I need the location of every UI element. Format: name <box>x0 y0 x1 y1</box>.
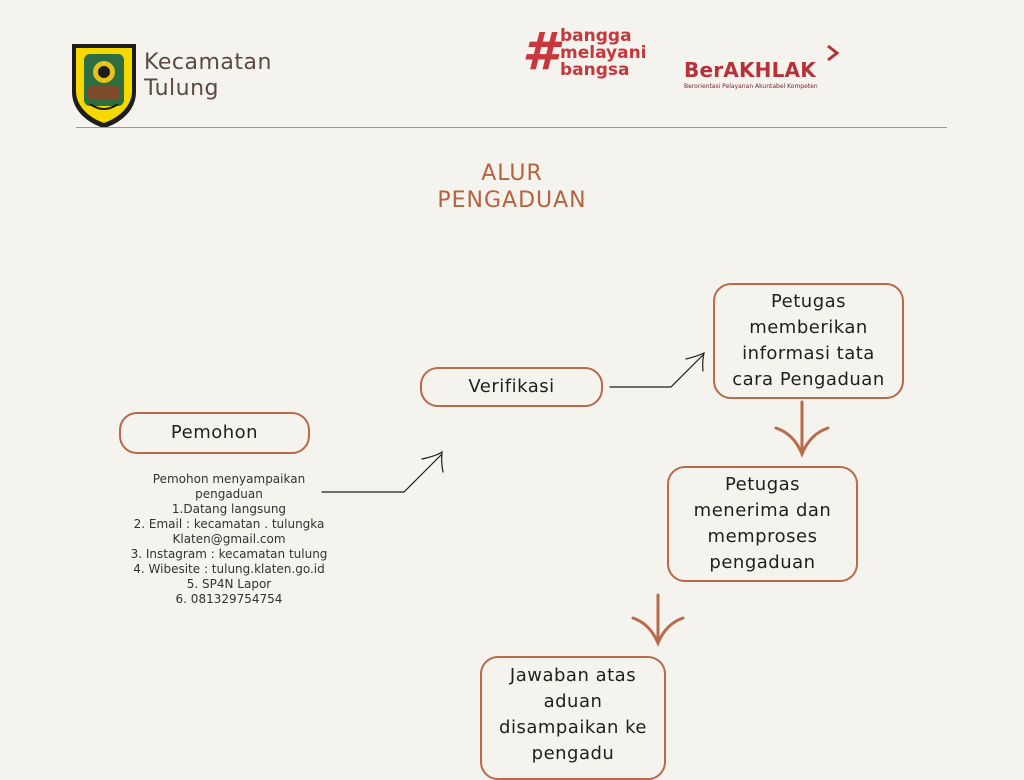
node-petugas-info-label: Petugas memberikan informasi tata cara P… <box>732 291 885 390</box>
berakhlak-chevron-icon <box>827 44 840 62</box>
note-line: 2. Email : kecamatan . tulungka <box>133 517 325 531</box>
regency-emblem-icon <box>72 44 136 128</box>
bangga-line: melayani <box>560 43 647 63</box>
node-petugas-terima-label: Petugas menerima dan memproses pengaduan <box>693 474 832 573</box>
bangga-text: bangga melayani bangsa <box>560 28 647 79</box>
header-divider <box>76 127 947 128</box>
title-line-2: PENGADUAN <box>437 188 587 213</box>
arrow-down-1 <box>774 400 830 459</box>
page-title: ALUR PENGADUAN <box>380 160 644 214</box>
arrow-verifikasi-to-petugas <box>609 351 705 388</box>
note-line: Klaten@gmail.com <box>172 532 286 546</box>
note-line: Pemohon menyampaikan <box>152 472 306 486</box>
bangga-line: bangsa <box>560 60 630 80</box>
bangga-line: bangga <box>560 26 632 46</box>
brand-line-1: Kecamatan <box>144 50 272 75</box>
pemohon-notes: Pemohon menyampaikan pengaduan 1.Datang … <box>112 472 346 607</box>
berakhlak-logo: BerAKHLAK Berorientasi Pelayanan Akuntab… <box>684 58 818 90</box>
note-line: 3. Instagram : kecamatan tulung <box>130 547 328 561</box>
note-line: 5. SP4N Lapor <box>186 577 272 591</box>
brand-name: Kecamatan Tulung <box>144 50 272 102</box>
node-pemohon: Pemohon <box>119 412 310 454</box>
node-jawaban-label: Jawaban atas aduan disampaikan ke pengad… <box>499 665 647 764</box>
brand-line-2: Tulung <box>144 76 220 101</box>
note-line: pengaduan <box>195 487 263 501</box>
note-line: 6. 081329754754 <box>175 592 283 606</box>
node-jawaban: Jawaban atas aduan disampaikan ke pengad… <box>480 656 666 780</box>
node-petugas-terima: Petugas menerima dan memproses pengaduan <box>667 466 858 582</box>
berakhlak-title: BerAKHLAK <box>684 58 816 82</box>
note-line: 1.Datang langsung <box>171 502 287 516</box>
arrow-pemohon-to-verifikasi <box>321 450 444 493</box>
node-verifikasi-label: Verifikasi <box>468 376 555 397</box>
title-line-1: ALUR <box>481 161 543 186</box>
node-verifikasi: Verifikasi <box>420 367 603 407</box>
node-pemohon-label: Pemohon <box>170 422 259 443</box>
note-line: 4. Wibesite : tulung.klaten.go.id <box>133 562 325 576</box>
arrow-down-2 <box>631 593 685 647</box>
bangga-hash-mark: # <box>522 22 559 82</box>
node-petugas-info: Petugas memberikan informasi tata cara P… <box>713 283 904 399</box>
berakhlak-tagline: Berorientasi Pelayanan Akuntabel Kompete… <box>684 83 818 90</box>
